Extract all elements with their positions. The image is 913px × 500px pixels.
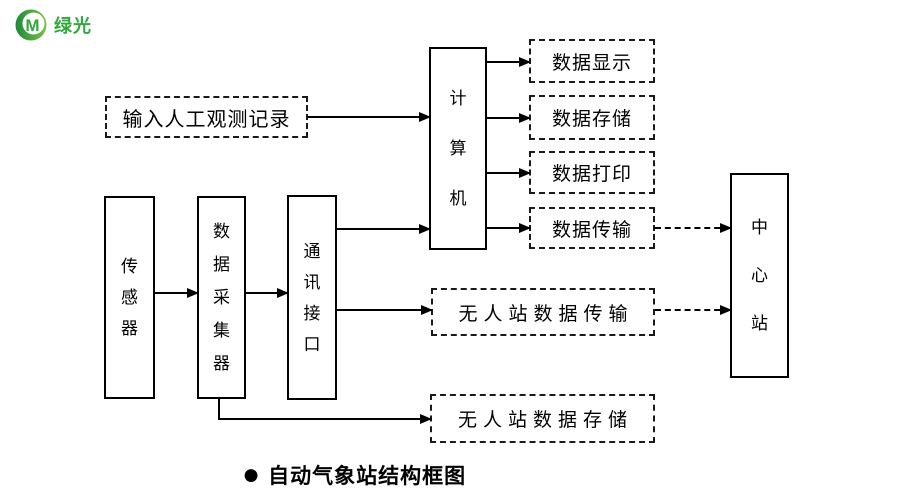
- svg-text:M: M: [25, 16, 39, 35]
- node-label: 计算机: [449, 89, 467, 208]
- node-unmanned-data-storage: 无人站数据存储: [430, 394, 655, 443]
- node-sensor: 传感器: [104, 196, 155, 399]
- arrow-comm-to-computer: [337, 224, 431, 234]
- arrow-computer-to-display: [487, 57, 531, 67]
- arrow-transmit-to-center-dashed: [655, 223, 732, 233]
- arrow-collector-to-unmanned-storage: [219, 414, 432, 424]
- arrow-computer-to-transmit: [487, 223, 531, 233]
- node-comm-interface: 通讯接口: [287, 195, 337, 400]
- node-label: 数据传输: [551, 219, 632, 241]
- node-data-storage: 数据存储: [529, 95, 655, 140]
- node-label: 数据存储: [551, 109, 632, 130]
- node-label: 无人站数据存储: [457, 410, 633, 431]
- node-data-collector: 数据采集器: [197, 196, 246, 399]
- node-input-manual-records: 输入人工观测记录: [105, 96, 308, 138]
- arrow-unmanned-transmit-to-center-dashed: [655, 305, 732, 315]
- arrow-comm-to-unmanned-transmit: [337, 305, 433, 315]
- node-data-transmit: 数据传输: [529, 207, 655, 249]
- logo-icon: M: [15, 9, 47, 41]
- caption: ● 自动气象站结构框图: [242, 460, 466, 490]
- logo: M 绿光: [14, 8, 92, 42]
- node-data-display: 数据显示: [529, 39, 655, 83]
- node-center-station: 中心站: [730, 173, 789, 378]
- arrow-computer-to-storage: [487, 113, 531, 123]
- logo-brand-text: 绿光: [54, 16, 92, 36]
- node-label: 数据采集器: [213, 222, 230, 373]
- node-computer: 计算机: [429, 47, 487, 250]
- node-label: 传感器: [121, 257, 138, 338]
- node-label: 中心站: [751, 218, 768, 333]
- node-label: 数据打印: [551, 164, 632, 185]
- connector-collector-down: [218, 399, 220, 420]
- caption-bullet-icon: ●: [242, 458, 261, 491]
- arrow-collector-to-comm: [246, 288, 289, 298]
- node-unmanned-data-transmit: 无人站数据传输: [431, 288, 655, 336]
- arrow-sensor-to-collector: [155, 288, 199, 298]
- node-label: 无人站数据传输: [458, 303, 634, 325]
- node-data-print: 数据打印: [529, 151, 655, 194]
- caption-text: 自动气象站结构框图: [268, 465, 467, 488]
- node-label: 数据显示: [551, 52, 632, 74]
- arrow-computer-to-print: [487, 168, 531, 178]
- node-label: 输入人工观测记录: [122, 108, 291, 131]
- node-label: 通讯接口: [303, 241, 321, 354]
- arrow-input-to-computer: [308, 112, 431, 122]
